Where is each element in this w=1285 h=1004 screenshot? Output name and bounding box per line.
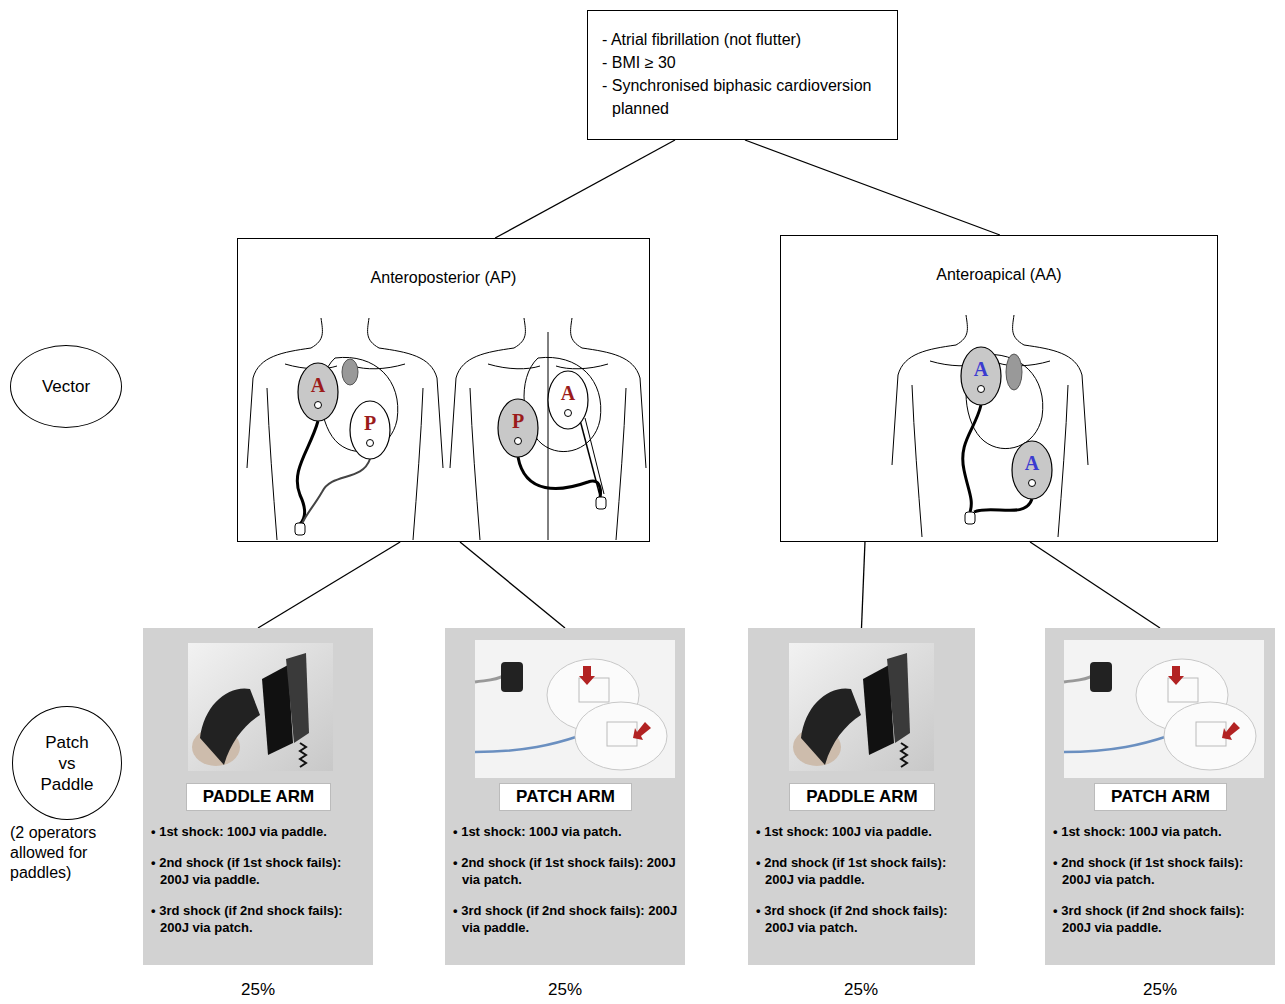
electrode-pad: [498, 399, 538, 457]
criteria-item: - Atrial fibrillation (not flutter): [602, 28, 885, 51]
cable-plug: [295, 523, 305, 535]
connector-line: [745, 140, 1000, 235]
electrode-pad: [1012, 441, 1052, 499]
paddle-photo: [789, 643, 934, 771]
shock-step: • 1st shock: 100J via paddle.: [151, 823, 366, 840]
electrode-pad: [548, 371, 588, 429]
dimension-label: Vector: [42, 376, 90, 397]
shock-step: • 3rd shock (if 2nd shock fails): 200J v…: [1053, 902, 1268, 936]
paddle-photo: [188, 643, 333, 771]
connector-line: [258, 542, 400, 628]
vector-title: Anteroposterior (AP): [238, 269, 649, 287]
midline: [548, 332, 549, 540]
torso-outline: [450, 318, 646, 540]
electrode-pad: [350, 401, 390, 459]
pad-cable: [297, 421, 318, 524]
arm-heading: PATCH ARM: [1094, 783, 1227, 811]
electrode-letter: A: [306, 373, 330, 397]
patch-photo: [475, 640, 675, 778]
pad-cable: [518, 457, 601, 498]
shock-step: • 3rd shock (if 2nd shock fails): 200J v…: [453, 902, 678, 936]
arm-heading: PADDLE ARM: [789, 783, 934, 811]
shock-step: • 3rd shock (if 2nd shock fails): 200J v…: [756, 902, 968, 936]
electrode-letter: A: [556, 381, 580, 405]
electrode-pad: [961, 347, 1001, 405]
atrium: [342, 359, 358, 385]
arm-heading: PATCH ARM: [499, 783, 632, 811]
cable-plug: [965, 512, 975, 524]
electrode-letter: A: [969, 357, 993, 381]
torso-outline: [892, 315, 1088, 537]
dimension-ellipse: Patch vs Paddle: [12, 706, 122, 820]
shock-step: • 1st shock: 100J via paddle.: [756, 823, 968, 840]
connector-line: [460, 542, 565, 628]
pad-cable: [974, 499, 1032, 512]
atrium: [1006, 354, 1022, 390]
shock-step: • 2nd shock (if 1st shock fails): 200J v…: [151, 854, 366, 888]
patch-photo: [1064, 640, 1264, 778]
connector-line: [495, 140, 675, 238]
connector-line: [1030, 542, 1160, 628]
criteria-item: - Synchronised biphasic cardioversion pl…: [602, 74, 885, 120]
dimension-label: Patch vs Paddle: [38, 732, 96, 795]
shock-step: • 1st shock: 100J via patch.: [1053, 823, 1268, 840]
percentage-label: 25%: [525, 979, 605, 1000]
pad-cable: [963, 405, 981, 512]
electrode-pad: [298, 363, 338, 421]
dimension-ellipse: Vector: [10, 345, 122, 428]
shock-step: • 2nd shock (if 1st shock fails): 200J v…: [1053, 854, 1268, 888]
arm-heading: PADDLE ARM: [186, 783, 331, 811]
vector-title: Anteroapical (AA): [781, 266, 1217, 284]
shock-step: • 1st shock: 100J via patch.: [453, 823, 678, 840]
pad-cable: [302, 459, 370, 524]
torso-outline: [247, 318, 443, 540]
pad-cable: [580, 420, 600, 496]
electrode-letter: A: [1020, 451, 1044, 475]
shock-step: • 3rd shock (if 2nd shock fails): 200J v…: [151, 902, 366, 936]
electrode-letter: P: [358, 411, 382, 435]
percentage-label: 25%: [821, 979, 901, 1000]
cable-plug: [596, 497, 606, 509]
criteria-box: - Atrial fibrillation (not flutter)- BMI…: [587, 10, 898, 140]
electrode-letter: P: [506, 409, 530, 433]
criteria-item: - BMI ≥ 30: [602, 51, 885, 74]
connector-line: [862, 542, 865, 628]
percentage-label: 25%: [1120, 979, 1200, 1000]
shock-step: • 2nd shock (if 1st shock fails): 200J v…: [756, 854, 968, 888]
note-text: (2 operators allowed for paddles): [10, 823, 132, 883]
percentage-label: 25%: [218, 979, 298, 1000]
pad-cable: [585, 418, 604, 494]
shock-step: • 2nd shock (if 1st shock fails): 200J v…: [453, 854, 678, 888]
